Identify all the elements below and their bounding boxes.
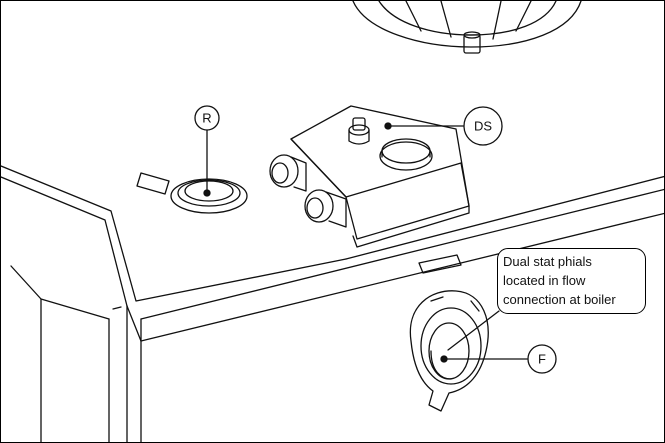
flow-connection-fitting [409,254,489,412]
dual-stat-box [269,105,470,248]
reset-leader-dot [203,189,211,197]
marker-r-label: R [202,111,211,126]
marker-f-circle [527,344,557,374]
flue-outlet [352,1,582,54]
flow-stat-note: Dual stat phials located in flow connect… [497,248,646,314]
leader-lines [206,125,528,360]
marker-ds-circle [463,106,503,146]
marker-r-circle [194,105,220,131]
reset-button-graphic [136,172,248,214]
ds-leader-dot [384,122,392,130]
note-line-1: Dual stat phials [503,254,592,269]
flow-leader-dot [440,355,448,363]
note-line-2: located in flow [503,273,586,288]
boiler-casing [1,165,664,442]
note-line-3: connection at boiler [503,292,616,307]
marker-ds-label: DS [474,119,492,134]
marker-f-label: F [538,352,546,367]
